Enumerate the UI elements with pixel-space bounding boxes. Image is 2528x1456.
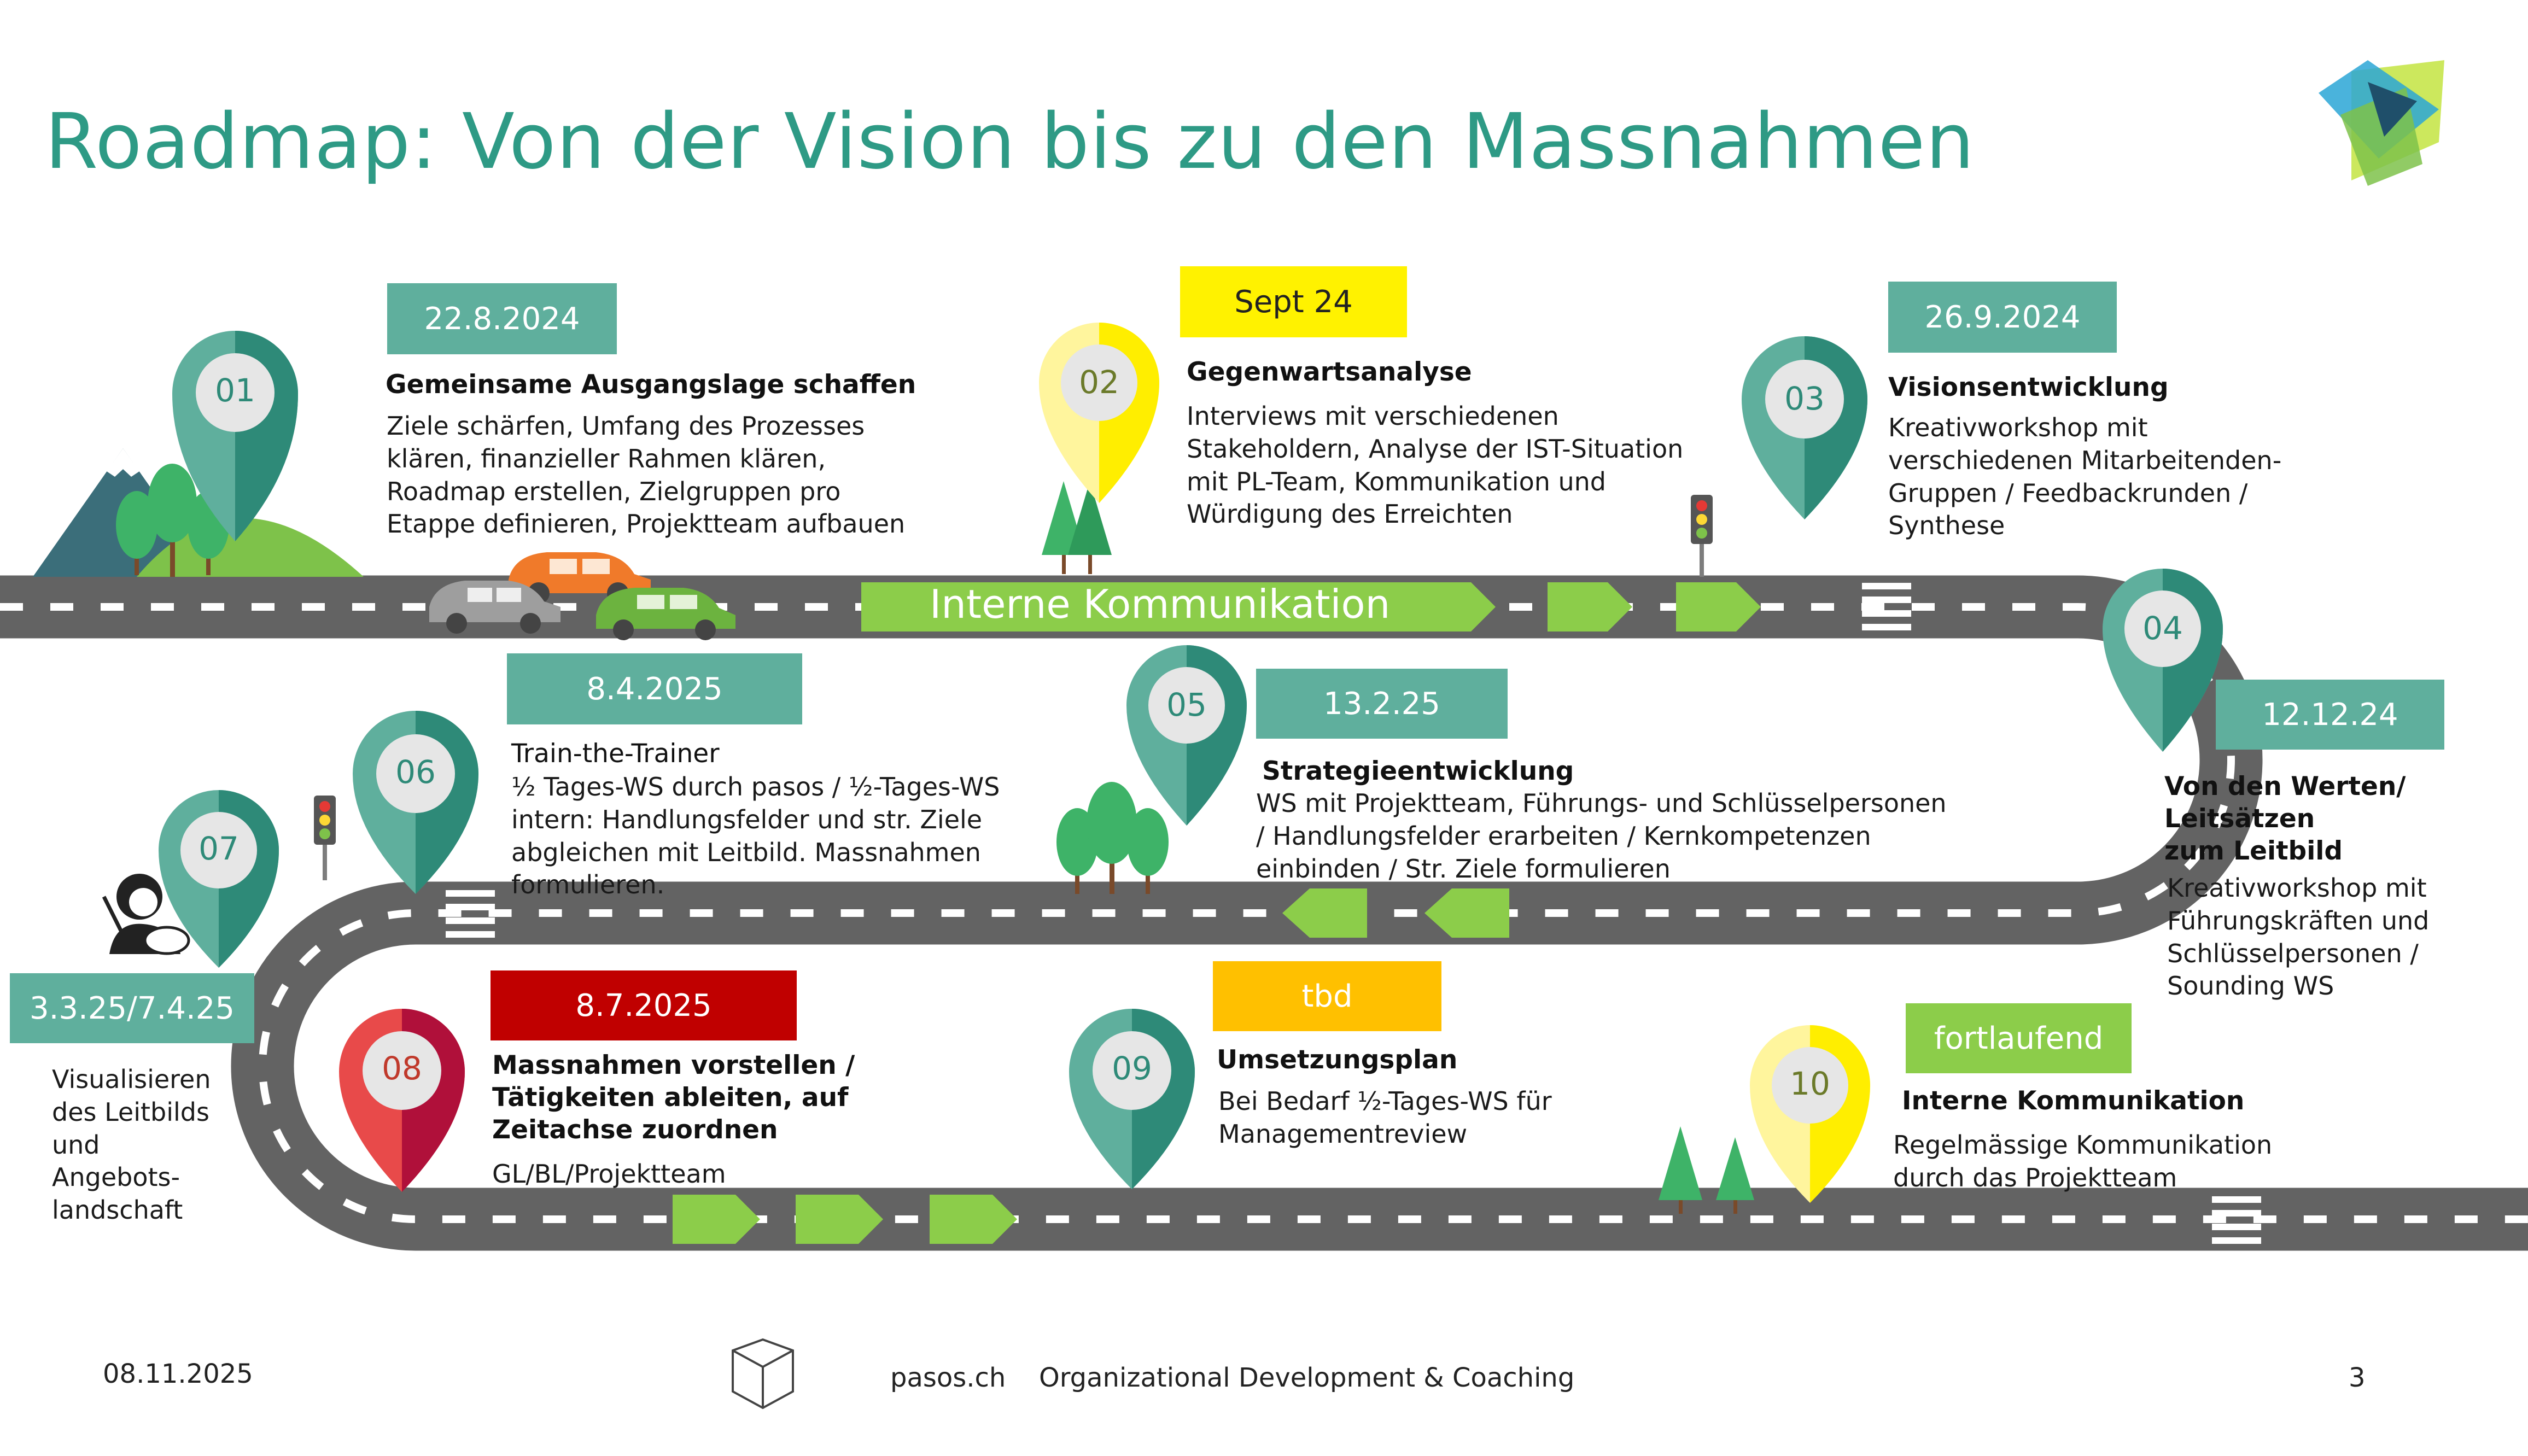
step-number: 10 — [1790, 1065, 1830, 1102]
step-heading: Train-the-Trainer — [511, 739, 720, 769]
map-pin-05 — [1126, 645, 1247, 826]
crosswalk — [446, 583, 2261, 1244]
map-pin-02 — [1039, 323, 1159, 503]
footer-cube-icon — [732, 1338, 794, 1410]
step-heading: Gegenwartsanalyse — [1187, 357, 1472, 387]
step-date: 12.12.24 — [2216, 680, 2444, 750]
step-number: 09 — [1112, 1050, 1152, 1087]
map-pin-10 — [1750, 1025, 1870, 1203]
car-icon — [429, 581, 561, 634]
map-pin-09 — [1069, 1009, 1195, 1189]
map-pin-08 — [339, 1009, 465, 1192]
step-heading: Visionsentwicklung — [1888, 372, 2169, 402]
step-number: 04 — [2142, 610, 2183, 647]
tree-icon — [1042, 481, 1112, 574]
direction-arrows — [673, 582, 1761, 1244]
step-heading: Gemeinsame Ausgangslage schaffen — [386, 370, 916, 400]
step-date: 22.8.2024 — [387, 283, 617, 354]
footer-site: pasos.ch — [890, 1363, 1006, 1393]
step-date: 8.7.2025 — [491, 970, 797, 1040]
car-icon — [509, 552, 651, 604]
traffic-light-icon — [314, 796, 336, 880]
map-pin-01 — [172, 331, 298, 541]
footer-page-number: 3 — [2349, 1363, 2366, 1393]
map-pin-07 — [159, 790, 279, 968]
step-description: Regelmässige Kommunikation durch das Pro… — [1893, 1130, 2273, 1192]
step-date: tbd — [1213, 961, 1441, 1031]
step-number: 05 — [1166, 686, 1207, 723]
step-heading: Massnahmen vorstellen / Tätigkeiten able… — [492, 1050, 855, 1145]
map-pin-03 — [1742, 336, 1867, 519]
communication-banner-label: Interne Kommunikation — [930, 581, 1391, 627]
step-number: 02 — [1079, 364, 1119, 401]
step-date: 8.4.2025 — [507, 653, 802, 724]
car-icon — [596, 588, 735, 640]
tree-icon — [116, 464, 229, 577]
step-date: Sept 24 — [1180, 266, 1407, 337]
step-description: Bei Bedarf ½-Tages-WS für Managementrevi… — [1218, 1086, 1552, 1149]
logo-icon — [2319, 60, 2444, 186]
step-number: 08 — [382, 1050, 422, 1087]
step-description: ½ Tages-WS durch pasos / ½-Tages-WS inte… — [511, 772, 1000, 900]
step-description: WS mit Projektteam, Führungs- und Schlüs… — [1256, 788, 1947, 884]
tree-icon — [1659, 1126, 1754, 1214]
traffic-light-icon — [1691, 495, 1713, 577]
step-date: 3.3.25/7.4.25 — [10, 973, 254, 1043]
page-title: Roadmap: Von der Vision bis zu den Massn… — [45, 97, 1975, 186]
map-pin-06 — [353, 711, 478, 894]
step-description: GL/BL/Projektteam — [492, 1159, 726, 1189]
step-description: Kreativworkshop mit Führungskräften und … — [2167, 873, 2430, 1001]
step-description: Ziele schärfen, Umfang des Prozesses klä… — [387, 411, 906, 539]
step-heading: Strategieentwicklung — [1262, 756, 1574, 786]
step-date: 26.9.2024 — [1888, 282, 2117, 353]
step-number: 06 — [395, 753, 436, 791]
footer-tagline: Organizational Development & Coaching — [1039, 1363, 1575, 1393]
footer-date: 08.11.2025 — [103, 1359, 253, 1389]
step-description: Kreativworkshop mit verschiedenen Mitarb… — [1888, 413, 2282, 541]
map-pin-04 — [2103, 569, 2223, 752]
step-number: 01 — [215, 372, 255, 409]
tree-icon — [1056, 782, 1169, 894]
step-description: Interviews mit verschiedenen Stakeholder… — [1187, 401, 1684, 529]
step-number: 03 — [1784, 380, 1825, 417]
step-number: 07 — [198, 830, 239, 867]
step-heading: Von den Werten/ Leitsätzen zum Leitbild — [2164, 771, 2406, 866]
step-date: fortlaufend — [1906, 1003, 2132, 1073]
communication-banner-arrow — [861, 582, 1496, 631]
step-heading: Umsetzungsplan — [1217, 1045, 1458, 1075]
step-heading: Interne Kommunikation — [1902, 1086, 2245, 1116]
painter-icon — [102, 874, 190, 955]
step-description: Visualisieren des Leitbilds und Angebots… — [52, 1065, 211, 1225]
step-date: 13.2.25 — [1256, 669, 1508, 739]
